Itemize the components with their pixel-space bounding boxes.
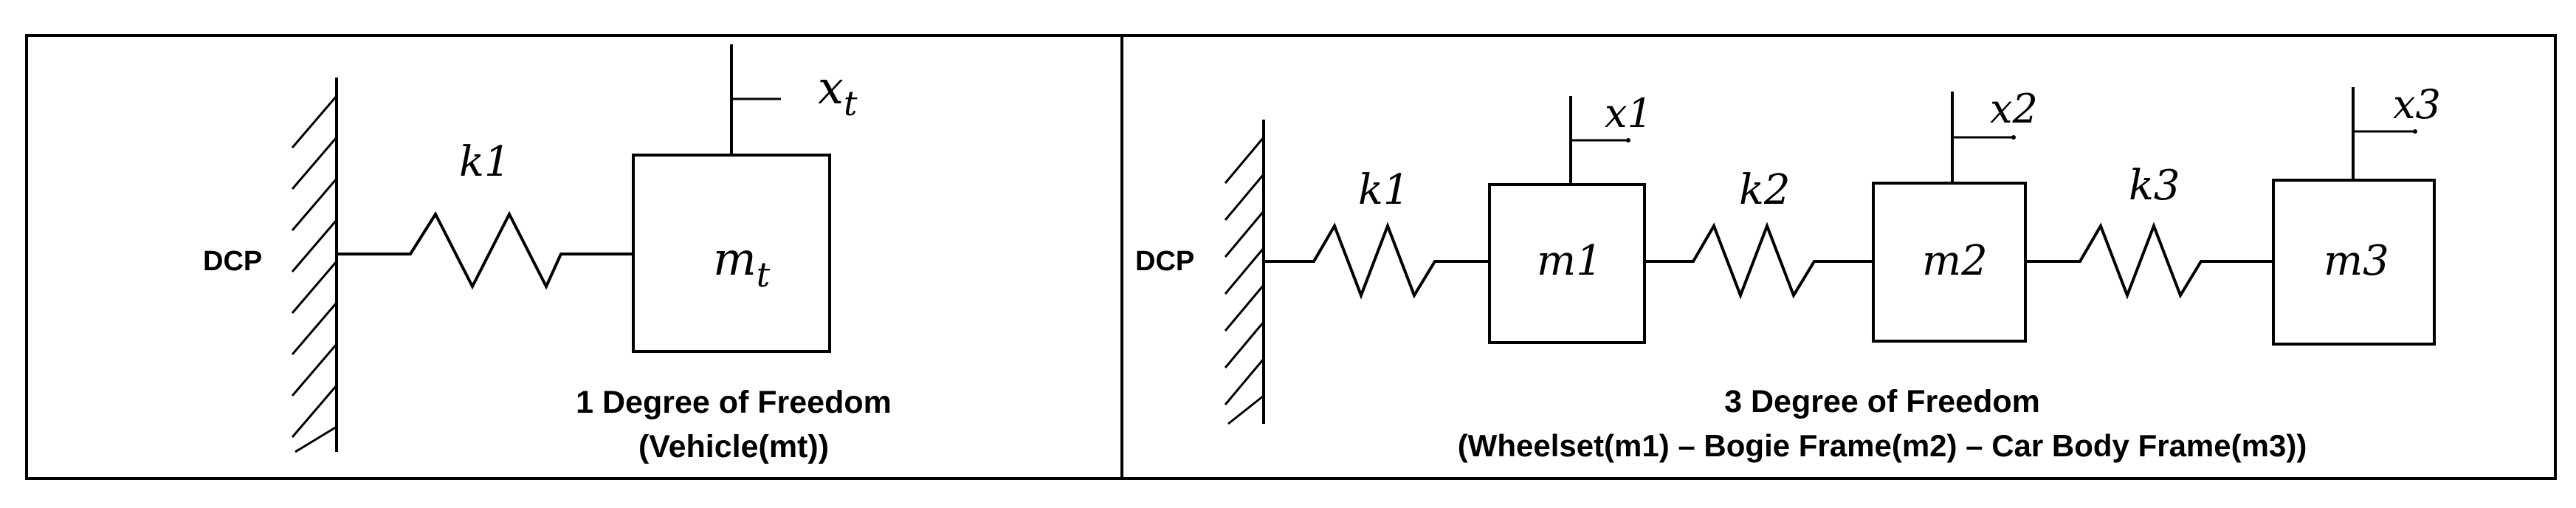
right-mass-m2-label: m2 (1922, 237, 1988, 285)
right-spring-k1-label: k1 (1358, 166, 1410, 214)
right-disp-arrowhead-x1 (1626, 138, 1630, 143)
right-dcp-label: DCP (1135, 246, 1194, 277)
left-spring-k1 (337, 210, 633, 290)
right-panel-border (1120, 34, 2557, 480)
left-wall-hatch (291, 95, 338, 453)
left-mass-mt-sub: t (757, 255, 771, 295)
right-mass-m1 (1488, 183, 1646, 344)
left-spring-k1-label: k1 (459, 138, 511, 186)
right-spring-k1 (1264, 222, 1490, 300)
right-panel: DCP k1 m1 k2 m2 k3 m3 x1 x2 x3 (1120, 34, 2557, 480)
right-wall-hatch (1224, 137, 1265, 425)
left-disp-xt-base: x (818, 61, 844, 114)
left-title: 1 Degree of Freedom (576, 385, 892, 420)
left-mass-mt-label: mt (713, 232, 771, 295)
left-dcp-label: DCP (203, 246, 262, 277)
right-mass-m3-label: m3 (2324, 237, 2389, 285)
left-panel: DCP k1 mt xt 1 Degree of Freedom (Vehicl… (25, 34, 1123, 480)
right-disp-x1-label: x1 (1605, 90, 1653, 137)
left-disp-xt-sub: t (844, 83, 858, 123)
right-subtitle: (Wheelset(m1) – Bogie Frame(m2) – Car Bo… (1458, 428, 2307, 463)
right-spring-k2-label: k2 (1739, 166, 1791, 214)
right-spring-k3 (2025, 222, 2273, 300)
right-disp-x2-label: x2 (1990, 86, 2038, 132)
left-mass-mt-base: m (713, 232, 757, 286)
left-panel-border (25, 34, 1123, 480)
right-disp-arrowhead-x2 (2011, 135, 2016, 140)
right-title: 3 Degree of Freedom (1724, 384, 2040, 419)
left-subtitle: (Vehicle(mt)) (638, 429, 829, 464)
right-spring-k2 (1645, 222, 1873, 300)
right-spring-k3-label: k3 (2129, 162, 2180, 210)
left-disp-xt-label: xt (818, 61, 858, 123)
right-disp-arrowhead-x3 (2413, 129, 2417, 134)
right-mass-m1-label: m1 (1537, 237, 1602, 285)
right-disp-x3-label: x3 (2393, 81, 2441, 128)
